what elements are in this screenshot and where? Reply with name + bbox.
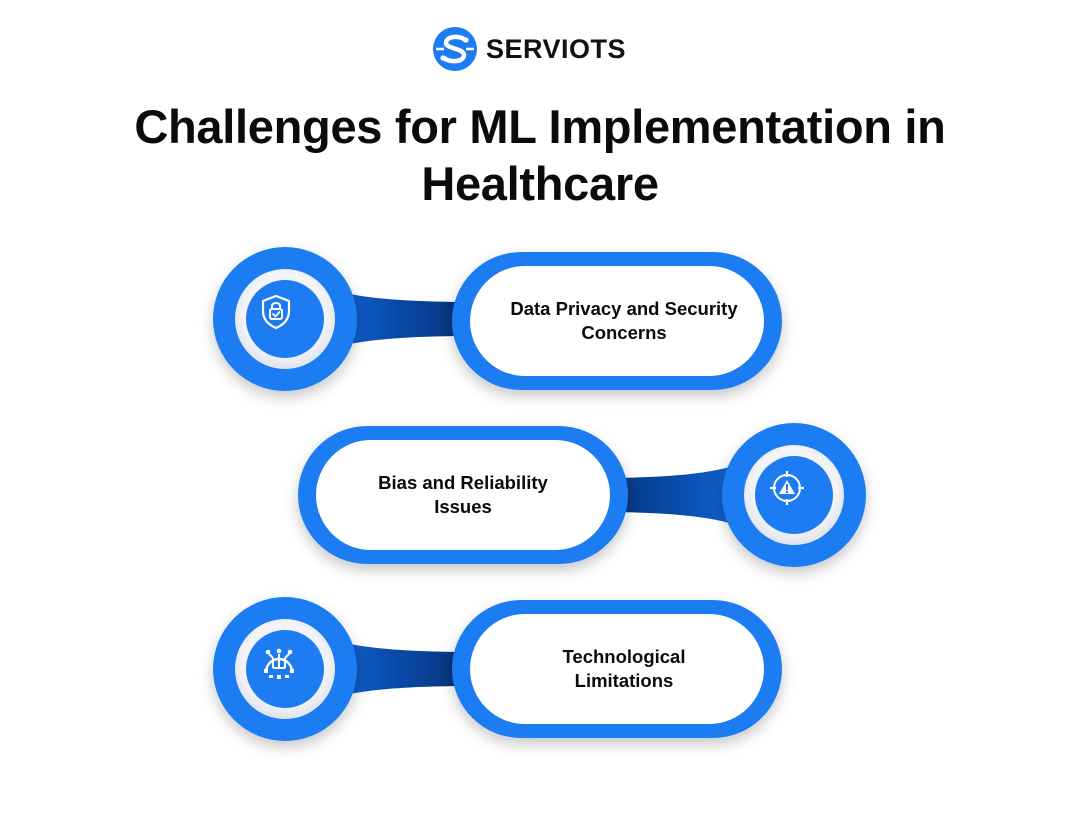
challenge-3-line-1: Technological xyxy=(562,646,686,667)
challenge-2-shape xyxy=(298,423,866,567)
challenge-item-bias-reliability: Bias and Reliability Issues xyxy=(296,420,876,570)
challenge-1-label: Data Privacy and Security Concerns xyxy=(484,274,764,368)
challenge-1-shape xyxy=(213,247,782,391)
challenge-3-label: Technological Limitations xyxy=(484,622,764,716)
shield-lock-icon xyxy=(260,294,310,344)
challenge-2-line-1: Bias and Reliability xyxy=(378,472,548,493)
serviots-logo-icon xyxy=(433,27,477,71)
challenge-1-line-2: Concerns xyxy=(581,322,667,343)
brand-logo: SERVIOTS xyxy=(432,26,626,72)
brand-name: SERVIOTS xyxy=(486,33,627,64)
challenge-item-technological: Technological Limitations xyxy=(212,594,792,744)
title-line-2: Healthcare xyxy=(421,157,659,210)
challenge-2-line-2: Issues xyxy=(434,496,492,517)
challenge-1-line-1: Data Privacy and Security xyxy=(510,298,738,319)
warning-target-icon xyxy=(769,470,819,520)
gear-circuit-icon xyxy=(260,644,310,694)
title-line-1: Challenges for ML Implementation in xyxy=(134,100,946,153)
page-title: Challenges for ML Implementation in Heal… xyxy=(0,98,1080,212)
challenge-item-data-privacy: Data Privacy and Security Concerns xyxy=(212,244,792,394)
challenge-3-line-2: Limitations xyxy=(574,670,674,691)
challenge-2-label: Bias and Reliability Issues xyxy=(318,448,608,542)
